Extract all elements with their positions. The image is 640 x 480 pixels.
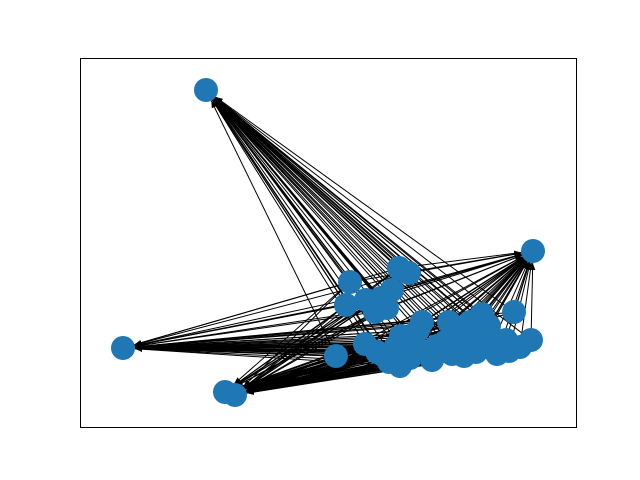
graph-edge-39 — [245, 307, 388, 390]
node-layer — [111, 78, 545, 407]
graph-node-n4 — [223, 383, 247, 407]
graph-edge-211 — [417, 257, 524, 331]
graph-node-n7 — [397, 261, 421, 285]
graph-node-n1 — [521, 239, 545, 263]
graph-node-n5 — [338, 270, 362, 294]
graph-node-n32 — [519, 328, 543, 352]
graph-edge-125 — [215, 96, 515, 313]
graph-edge-212 — [134, 329, 419, 350]
graph-edge-200 — [214, 97, 487, 331]
graph-node-n2 — [111, 336, 135, 360]
graph-node-n14 — [324, 344, 348, 368]
graph-edge-205 — [213, 98, 453, 355]
graph-node-n46 — [440, 342, 464, 366]
graph-edge-45 — [210, 100, 337, 357]
graph-node-n30 — [502, 300, 526, 324]
graph-edge-6 — [398, 250, 522, 269]
graph-edge-12 — [134, 272, 410, 346]
graph-node-n8 — [334, 293, 358, 317]
graph-edge-195 — [214, 97, 471, 323]
graph-edge-26 — [380, 253, 522, 299]
graph-node-n43 — [420, 348, 444, 372]
graph-edge-80 — [213, 98, 438, 347]
graph-node-n45 — [474, 318, 498, 342]
graph-edge-135 — [215, 96, 532, 341]
graph-edge-136 — [529, 262, 536, 341]
graph-edge-182 — [134, 345, 397, 351]
graph-edge-90 — [214, 98, 456, 337]
graph-edge-155 — [213, 98, 446, 343]
graph-edge-190 — [213, 98, 433, 361]
graph-node-n47 — [406, 318, 430, 342]
graph-edge-165 — [214, 97, 477, 353]
graph-node-n11 — [380, 278, 404, 302]
graph-edge-100 — [214, 97, 474, 339]
graph-edge-160 — [214, 98, 461, 349]
graph-node-n13 — [363, 300, 387, 324]
graph-edge-130 — [214, 97, 521, 348]
graph-edge-42 — [134, 311, 376, 349]
graph-edge-147 — [134, 321, 423, 350]
graph-node-n0 — [194, 78, 218, 102]
graph-edge-41 — [374, 254, 522, 313]
